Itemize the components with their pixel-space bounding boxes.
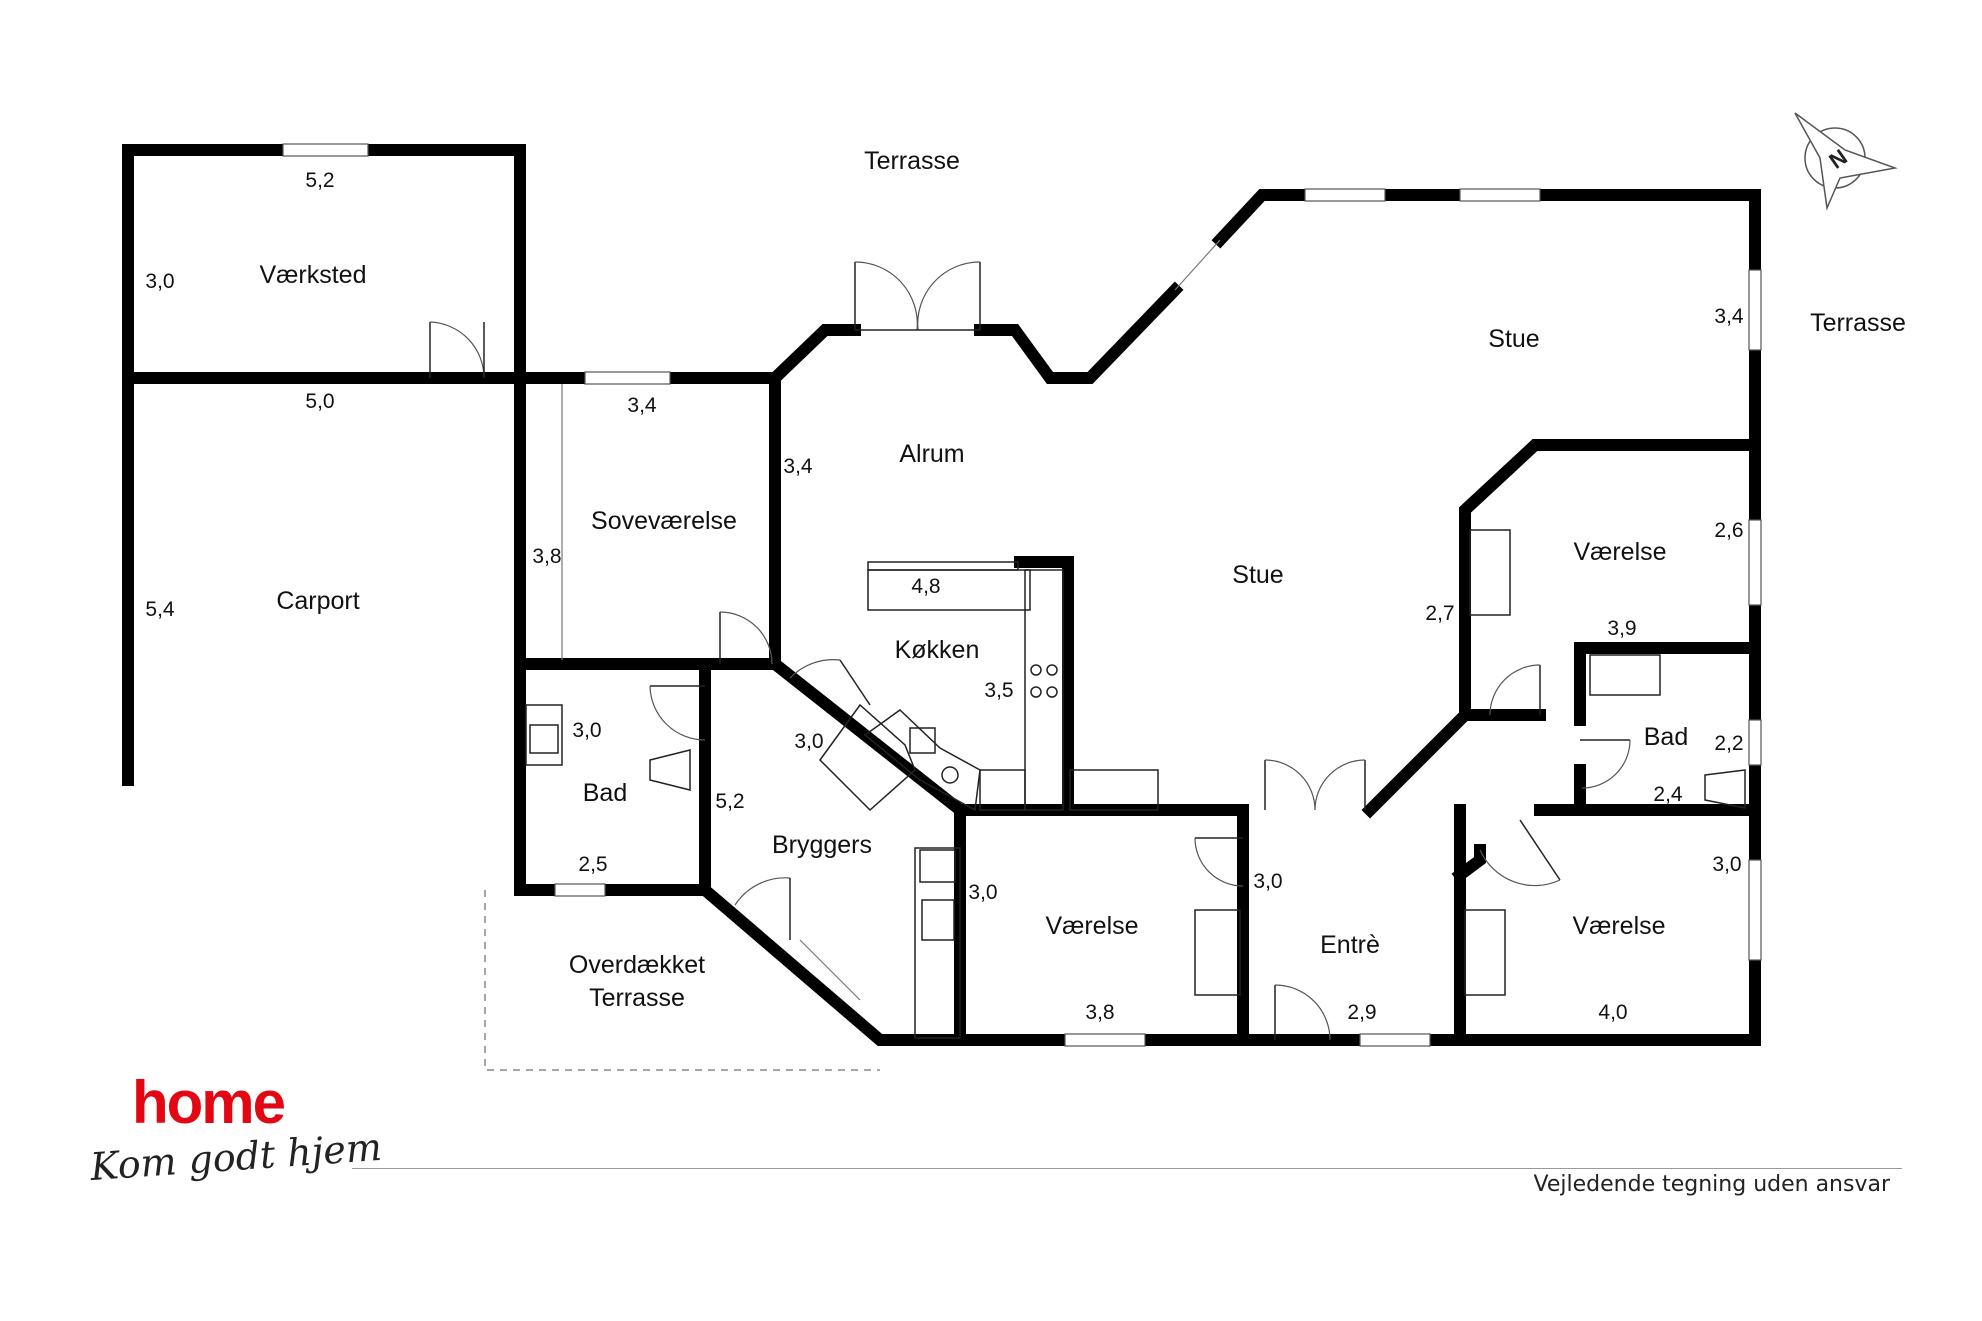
dim-bad-right-width: 3,9 (1607, 617, 1636, 640)
home-logo: home (132, 1069, 286, 1136)
dim-bryggers-diag: 3,0 (794, 730, 823, 753)
label-terrasse-right: Terrasse (1810, 309, 1906, 337)
dim-alrum-depth: 3,4 (783, 455, 813, 478)
walls (122, 144, 1761, 1046)
doors (429, 261, 1631, 1041)
label-bad-right: Bad (1644, 723, 1688, 751)
dim-vaerelse-br-depth: 3,0 (1712, 853, 1741, 876)
label-vaerelse-bottom-mid: Værelse (1045, 912, 1138, 940)
dim-bad-left-depth: 3,0 (572, 719, 601, 742)
dim-bryggers-right: 3,0 (968, 881, 997, 904)
disclaimer: Vejledende tegning uden ansvar (1533, 1172, 1890, 1197)
dim-koekken-depth: 3,5 (984, 679, 1013, 702)
dim-entre-width: 2,9 (1347, 1001, 1376, 1024)
label-stue-top: Stue (1488, 325, 1539, 353)
footer-divider (352, 1168, 1902, 1169)
windows (282, 143, 1762, 1047)
dim-carport-depth: 5,4 (145, 598, 175, 621)
dim-bad-right-depth: 2,2 (1714, 732, 1743, 755)
dim-bad-left-width: 2,5 (578, 853, 607, 876)
dim-entre-depth: 3,0 (1253, 870, 1282, 893)
dim-vaerksted-depth: 3,0 (145, 270, 174, 293)
label-stue-center: Stue (1232, 561, 1283, 589)
label-entre: Entrè (1320, 931, 1380, 959)
label-alrum: Alrum (899, 440, 964, 468)
label-vaerksted: Værksted (260, 261, 367, 289)
dim-vaerelse-mid-width: 3,8 (1085, 1001, 1114, 1024)
dim-vaerelse-right-left: 2,7 (1425, 602, 1454, 625)
compass-icon: N (1794, 112, 1898, 211)
fixtures (484, 384, 1746, 1071)
label-bad-left: Bad (583, 779, 627, 807)
label-carport: Carport (276, 587, 359, 615)
dim-vaerelse-right-depth: 2,6 (1714, 519, 1743, 542)
label-vaerelse-bottom-right: Værelse (1572, 912, 1665, 940)
dim-bryggers-depth: 5,2 (715, 790, 744, 813)
label-bryggers: Bryggers (772, 831, 872, 859)
room-labels: Terrasse Terrasse Værksted Carport Sovev… (260, 147, 1906, 1012)
label-overdaekket-2: Terrasse (589, 984, 685, 1012)
dim-stue-right: 3,4 (1714, 305, 1744, 328)
dim-vaerelse-br-width: 4,0 (1598, 1001, 1627, 1024)
label-koekken: Køkken (895, 636, 980, 664)
dim-sove-depth: 3,8 (532, 545, 561, 568)
dim-koekken-width: 4,8 (911, 575, 940, 598)
dimension-labels: 5,2 3,0 5,0 5,4 3,4 3,8 3,4 3,4 4,8 3,5 … (145, 169, 1744, 1024)
label-sovevaerelse: Soveværelse (591, 507, 737, 535)
label-vaerelse-right: Værelse (1573, 538, 1666, 566)
label-terrasse-top: Terrasse (864, 147, 960, 175)
dim-sove-width: 3,4 (627, 394, 657, 417)
dim-vaerksted-width: 5,2 (305, 169, 334, 192)
label-overdaekket-1: Overdækket (569, 951, 705, 979)
dim-carport-width: 5,0 (305, 390, 334, 413)
dim-bad-right-bottom: 2,4 (1653, 783, 1683, 806)
